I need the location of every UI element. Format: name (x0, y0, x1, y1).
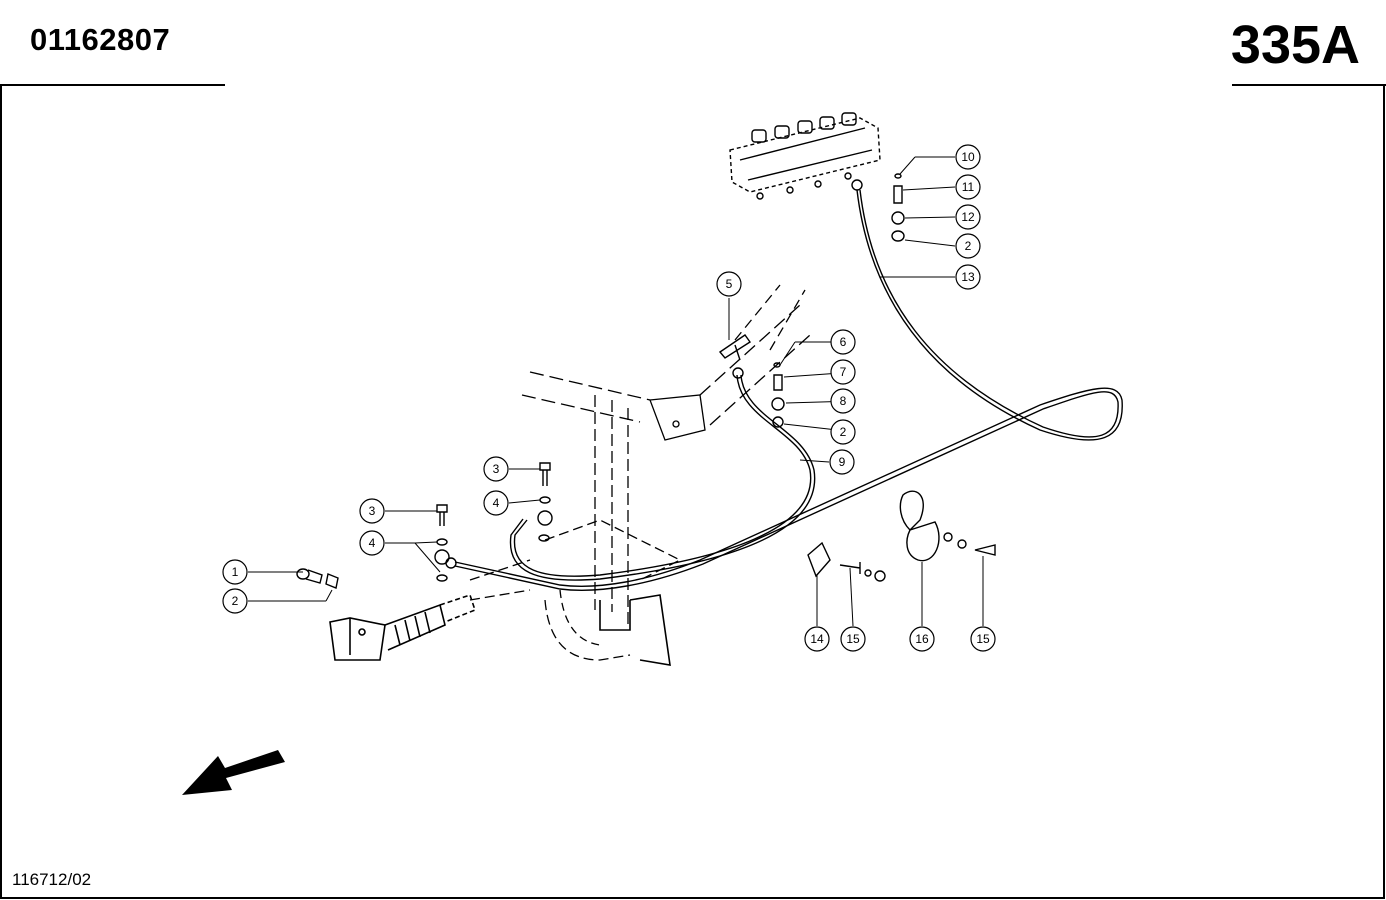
hydraulic-hoses (445, 189, 1123, 591)
callout-circle-10 (955, 144, 981, 170)
drawing-reference: 116712/02 (12, 870, 92, 889)
callout-circle-2b (830, 419, 856, 445)
callout-label: 15 (846, 632, 860, 646)
callout-label: 12 (961, 210, 975, 224)
callout-label: 2 (965, 239, 972, 253)
callout-circle-4 (483, 490, 509, 516)
callout-circle-9 (829, 449, 855, 475)
callout-circle-8 (830, 388, 856, 414)
callout-circle-1 (222, 559, 248, 585)
callout-circle-4b (359, 530, 385, 556)
callout-circle-3 (483, 456, 509, 482)
cylinder (329, 593, 476, 661)
valve-block (729, 112, 881, 200)
page-id: 335A (1230, 15, 1360, 75)
callout-group (222, 144, 996, 652)
callout-label: 16 (915, 632, 929, 646)
callout-circle-12 (955, 204, 981, 230)
callout-label: 3 (369, 504, 376, 518)
callout-circle-3b (359, 498, 385, 524)
callout-label: 3 (493, 462, 500, 476)
callout-circle-6 (830, 329, 856, 355)
callout-label: 11 (962, 180, 975, 194)
machine-frame (469, 284, 811, 666)
callout-label: 6 (840, 335, 847, 349)
callout-label: 5 (726, 277, 733, 291)
callout-label: 13 (961, 270, 975, 284)
callout-label: 14 (810, 632, 824, 646)
callout-circle-2c (955, 233, 981, 259)
callout-label: 4 (369, 536, 376, 550)
part-number: 01162807 (30, 22, 171, 57)
callout-label: 8 (840, 394, 847, 408)
callout-label: 10 (961, 150, 975, 164)
callout-circle-11 (955, 174, 981, 200)
callout-circle-15 (840, 626, 866, 652)
callout-circle-15b (970, 626, 996, 652)
direction-arrow-icon (182, 750, 285, 795)
callout-label: 1 (232, 565, 239, 579)
callout-label: 4 (493, 496, 500, 510)
callout-label: 15 (976, 632, 990, 646)
callout-circle-13 (955, 264, 981, 290)
hardware-parts (296, 173, 996, 589)
callout-circle-14 (804, 626, 830, 652)
callout-label: 2 (840, 425, 847, 439)
callout-labels: 1 2 3 4 3 4 5 6 7 8 2 9 10 11 12 2 13 14… (232, 150, 990, 646)
callout-label: 9 (839, 455, 846, 469)
callout-circle-2 (222, 588, 248, 614)
callout-circle-7 (830, 359, 856, 385)
leader-lines (248, 156, 984, 627)
callout-circle-5 (716, 271, 742, 297)
page-frame (0, 84, 1386, 899)
callout-label: 7 (840, 365, 847, 379)
callout-label: 2 (232, 594, 239, 608)
callout-circle-16 (909, 626, 935, 652)
